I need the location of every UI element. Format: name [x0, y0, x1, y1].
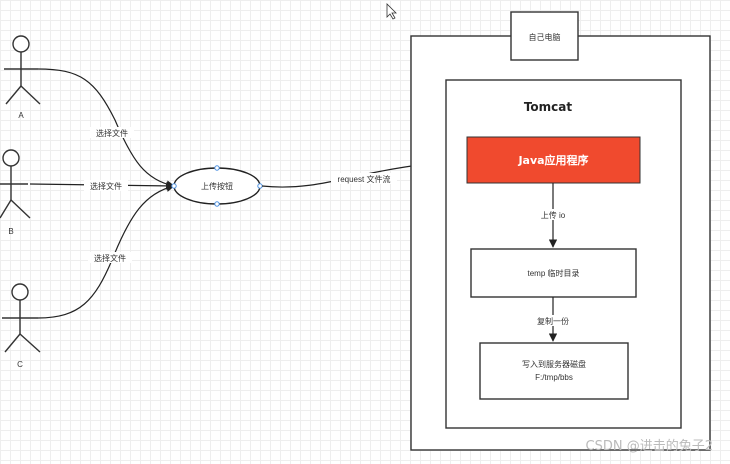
csdn-watermark: CSDN @进击的兔子2 — [586, 438, 713, 454]
upload-button[interactable]: 上传按钮 — [171, 165, 263, 207]
connection-handle-top[interactable] — [214, 165, 220, 171]
temp-dir-box[interactable] — [470, 248, 637, 298]
connection-handle-bottom[interactable] — [214, 201, 220, 207]
edge-label-copy-one: 复制一份 — [537, 316, 569, 326]
server-disk-path: F:/tmp/bbs — [535, 373, 573, 382]
edge-label-select-file-b: 选择文件 — [90, 181, 122, 191]
actor-a-head — [12, 35, 30, 53]
connection-handle-right[interactable] — [257, 183, 263, 189]
mouse-cursor-icon — [386, 3, 397, 20]
actor-b-head — [2, 149, 20, 167]
edge-a-to-upload[interactable] — [37, 68, 175, 189]
temp-dir-label: temp 临时目录 — [527, 268, 579, 278]
edge-label-request: request 文件流 — [338, 174, 391, 184]
actor-a[interactable]: A — [4, 35, 41, 120]
upload-button-label: 上传按钮 — [201, 181, 233, 191]
computer-label: 自己电脑 — [529, 32, 561, 42]
server-disk-box[interactable] — [479, 342, 629, 400]
edge-label-select-file-c: 选择文件 — [94, 253, 126, 263]
actor-c[interactable]: C — [2, 283, 41, 369]
actor-a-label: A — [18, 111, 24, 120]
computer-label-box[interactable] — [510, 11, 579, 61]
server-disk-label: 写入到服务器磁盘 — [522, 359, 586, 369]
edge-label-upload-io: 上传 io — [541, 210, 566, 220]
tomcat-label: Tomcat — [524, 100, 573, 114]
actor-b-label: B — [8, 227, 13, 236]
java-app-box[interactable] — [466, 136, 641, 184]
edge-label-select-file-a: 选择文件 — [96, 128, 128, 138]
actor-c-label: C — [17, 360, 23, 369]
actor-c-head — [11, 283, 29, 301]
connection-handle-left[interactable] — [171, 183, 177, 189]
java-app-label: Java应用程序 — [517, 153, 588, 167]
actor-b[interactable]: B — [0, 149, 31, 236]
